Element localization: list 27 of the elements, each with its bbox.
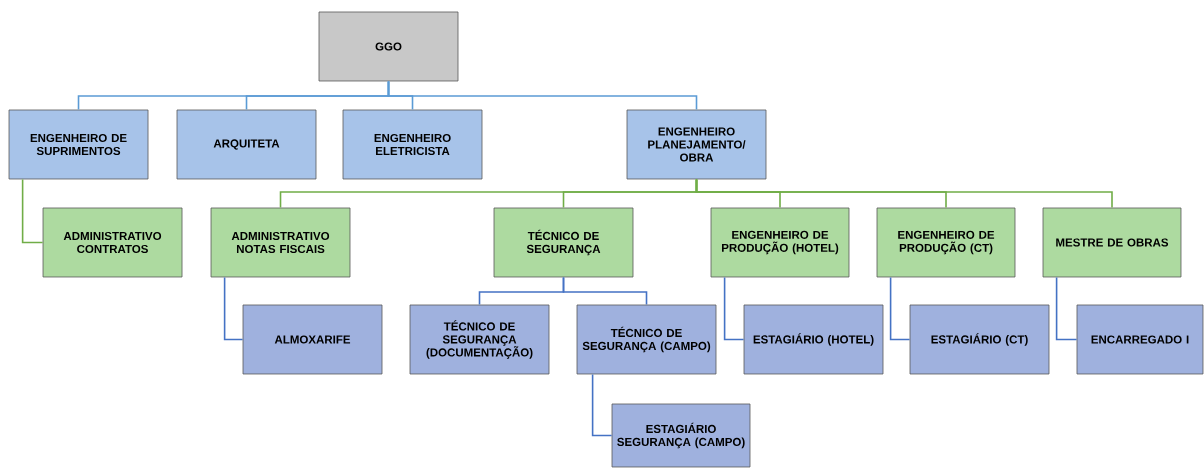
org-box: ADMINISTRATIVO NOTAS FISCAIS bbox=[210, 207, 351, 278]
org-box: ALMOXARIFE bbox=[242, 304, 383, 375]
org-box: TÉCNICO DE SEGURANÇA (CAMPO) bbox=[576, 304, 717, 375]
org-box: ADMINISTRATIVO CONTRATOS bbox=[42, 207, 183, 278]
org-box: MESTRE DE OBRAS bbox=[1042, 207, 1182, 278]
org-box: ENCARREGADO I bbox=[1076, 304, 1204, 375]
connector bbox=[562, 276, 648, 306]
org-box: ESTAGIÁRIO (CT) bbox=[909, 304, 1050, 375]
connector bbox=[889, 276, 911, 341]
org-box: ENGENHEIRO PLANEJAMENTO/ OBRA bbox=[626, 109, 767, 180]
org-box: ENGENHEIRO DE SUPRIMENTOS bbox=[8, 109, 149, 180]
org-box: TÉCNICO DE SEGURANÇA bbox=[493, 207, 634, 278]
org-box: ESTAGIÁRIO SEGURANÇA (CAMPO) bbox=[611, 403, 751, 468]
connector bbox=[591, 373, 613, 437]
org-box: ENGENHEIRO DE PRODUÇÃO (CT) bbox=[876, 207, 1016, 278]
connector bbox=[695, 178, 1113, 209]
connector bbox=[387, 80, 698, 111]
connector bbox=[1055, 276, 1078, 341]
connector bbox=[723, 276, 745, 341]
connector bbox=[223, 276, 244, 341]
org-box: TÉCNICO DE SEGURANÇA (DOCUMENTAÇÃO) bbox=[409, 304, 550, 375]
org-box: ENGENHEIRO ELETRICISTA bbox=[342, 109, 483, 180]
org-box: ARQUITETA bbox=[176, 109, 317, 180]
org-box: ENGENHEIRO DE PRODUÇÃO (HOTEL) bbox=[710, 207, 850, 278]
org-box: GGO bbox=[318, 11, 459, 82]
connector bbox=[21, 178, 44, 244]
org-box: ESTAGIÁRIO (HOTEL) bbox=[743, 304, 884, 375]
